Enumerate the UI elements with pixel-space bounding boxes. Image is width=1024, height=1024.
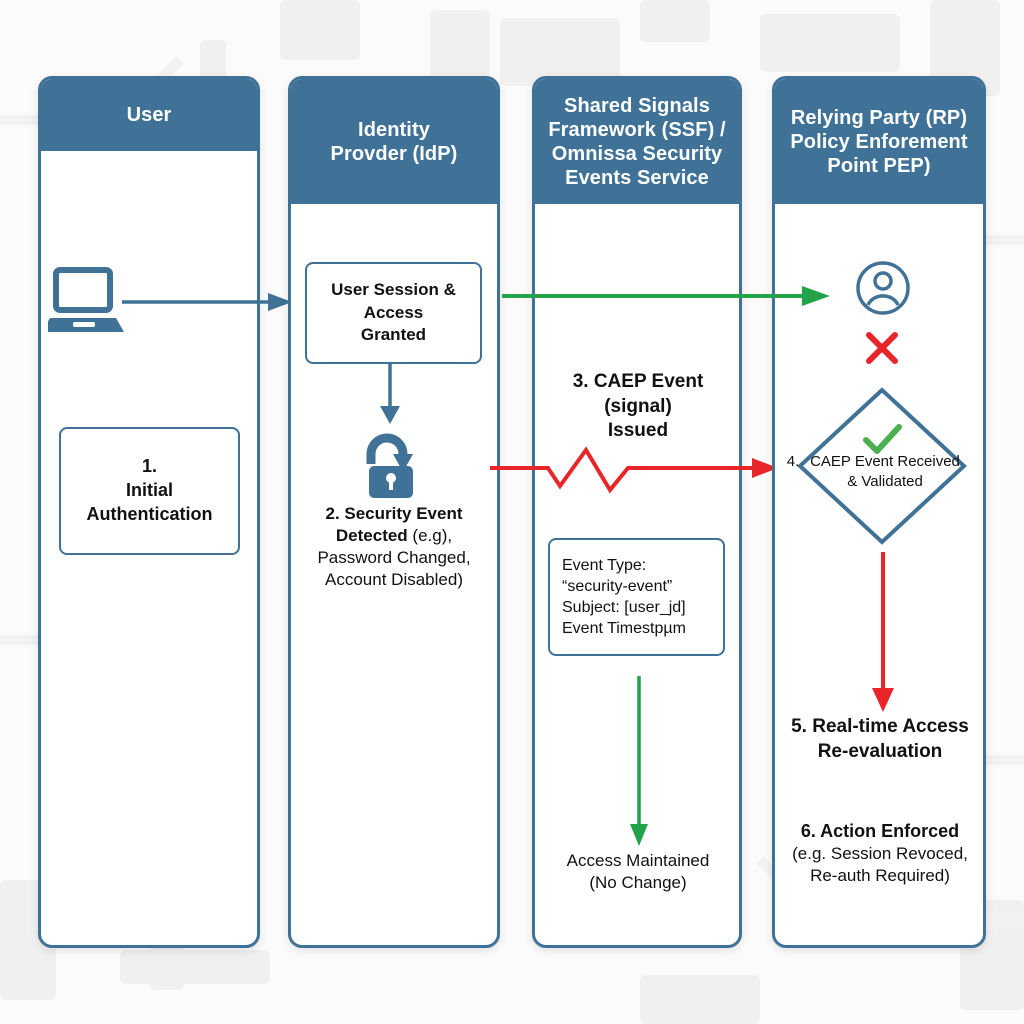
- step-2-security-event-label: 2. Security Event Detected (e.g), Passwo…: [296, 503, 492, 591]
- lane-identity-provider: Identity Provder (IdP): [288, 76, 500, 948]
- session-to-lock-arrow: [380, 364, 400, 424]
- step-6-bold-text: 6. Action Enforced: [800, 821, 960, 841]
- user-to-idp-arrow: [122, 293, 292, 311]
- step-6-detail-text: (e.g. Session Revoced, Re-auth Required): [792, 844, 968, 886]
- lane-relying-party-header: Relying Party (RP) Policy Enforement Poi…: [775, 79, 983, 204]
- payload-down-green-arrow: [630, 676, 648, 846]
- lane-user-header: User: [41, 79, 257, 151]
- caep-event-red-arrow: [490, 446, 778, 494]
- green-check-icon: [862, 424, 904, 456]
- caep-validation-diamond: [796, 386, 968, 546]
- step-6-action-enforced-label: 6. Action Enforced (e.g. Session Revoced…: [776, 820, 984, 888]
- idp-to-rp-green-arrow: [502, 286, 830, 306]
- diamond-to-step5-arrow: [872, 552, 894, 712]
- person-avatar-icon: [855, 260, 911, 318]
- lane-shared-signals-framework: Shared Signals Framework (SSF) / Omnissa…: [532, 76, 742, 948]
- open-lock-icon: [359, 428, 423, 500]
- user-session-access-granted-box: User Session & Access Granted: [305, 262, 482, 364]
- laptop-icon: [42, 266, 124, 338]
- step-5-real-time-access-reevaluation-label: 5. Real-time Access Re-evaluation: [791, 716, 969, 762]
- step-3-caep-event-issued-label: 3. CAEP Event (signal) Issued: [572, 371, 704, 442]
- step-4-number-label: 4.: [786, 453, 800, 470]
- step-2-detail-text: (e.g), Password Changed, Account Disable…: [317, 526, 471, 590]
- lane-identity-provider-header: Identity Provder (IdP): [291, 79, 497, 204]
- caep-event-payload-box: Event Type: “security-event” Subject: [u…: [548, 538, 725, 656]
- step-2-bold-text: 2. Security Event Detected: [325, 504, 463, 546]
- step-4-caep-event-received-label: CAEP Event Received & Validated: [810, 453, 960, 490]
- step-1-initial-authentication-box: 1. Initial Authentication: [59, 427, 240, 555]
- red-cross-icon: [864, 331, 900, 365]
- access-maintained-label: Access Maintained (No Change): [566, 851, 710, 893]
- lane-shared-signals-framework-header: Shared Signals Framework (SSF) / Omnissa…: [535, 79, 739, 204]
